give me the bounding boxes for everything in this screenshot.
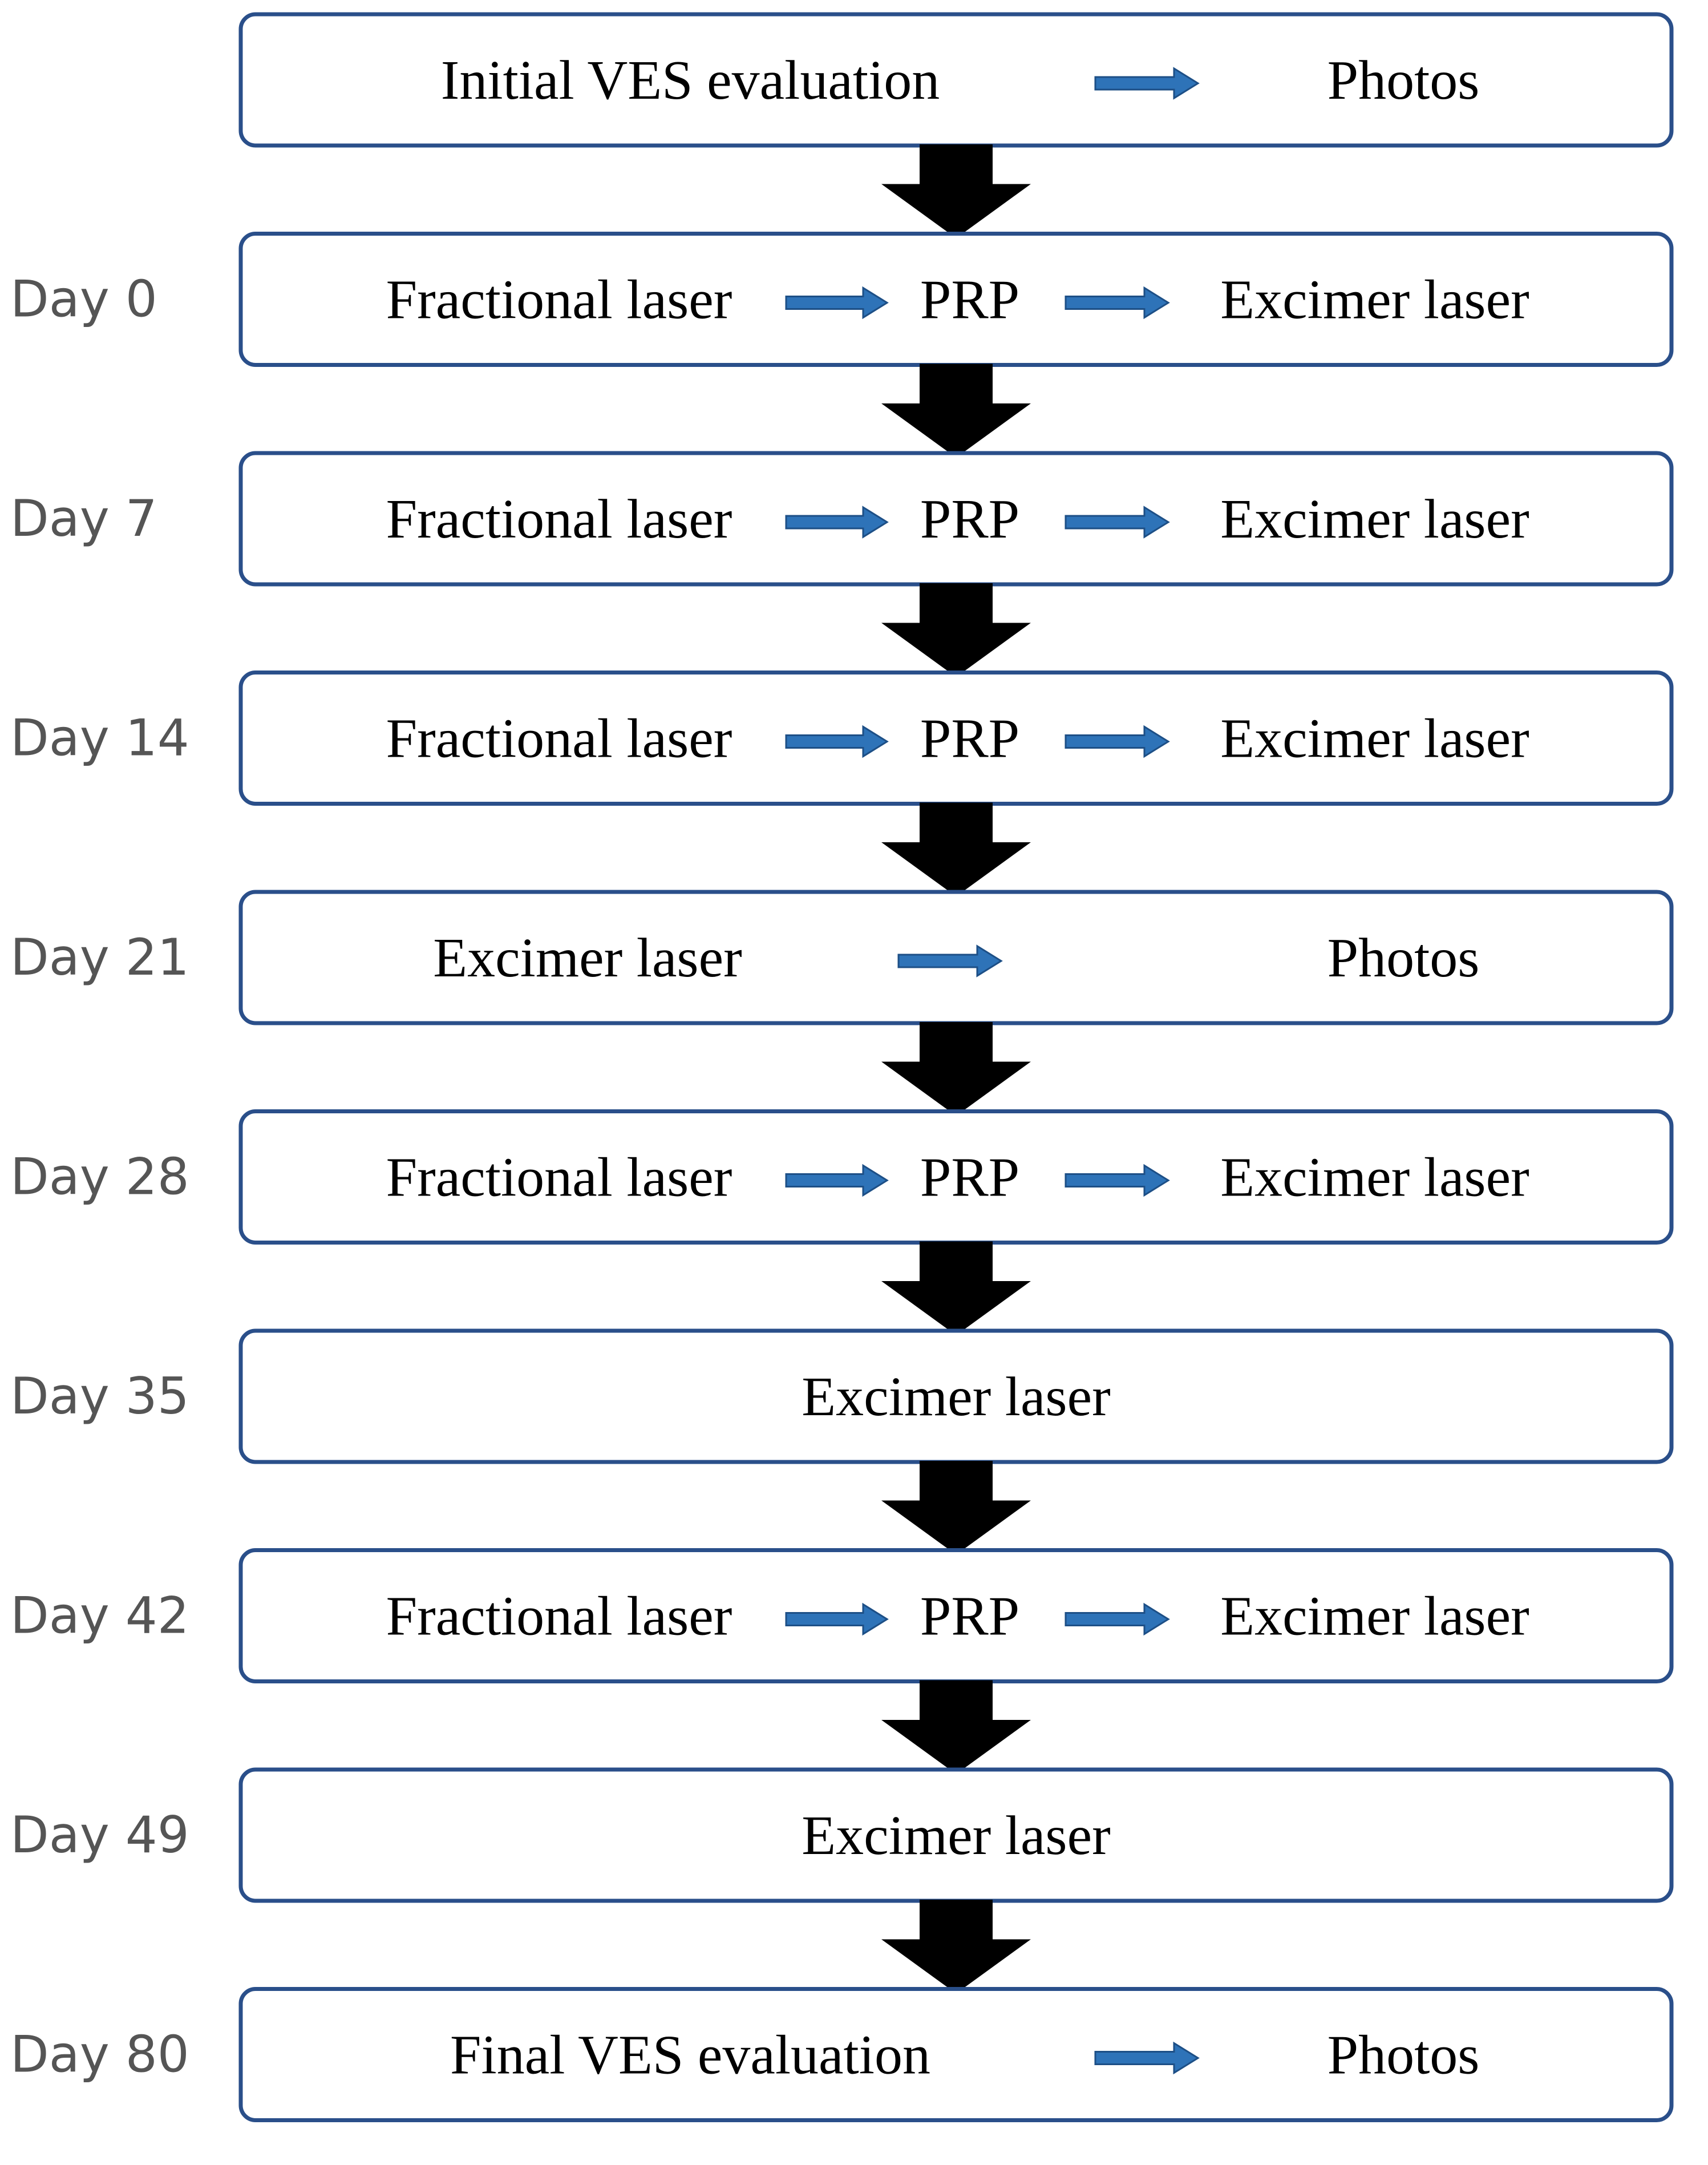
day-label: Day 28 — [10, 1148, 189, 1206]
step-label: Excimer laser — [1220, 488, 1529, 550]
blue-arrow-2 — [1065, 725, 1170, 758]
step-label: PRP — [920, 1586, 1019, 1647]
step-label: PRP — [920, 1147, 1019, 1209]
blue-arrow-2 — [1065, 506, 1170, 539]
blue-arrow-1 — [785, 725, 889, 758]
day-label: Day 35 — [10, 1367, 189, 1425]
step-label: Fractional laser — [386, 488, 732, 550]
step-label: Initial VES evaluation — [441, 50, 940, 111]
down-arrow — [881, 363, 1031, 458]
day-label: Day 7 — [10, 489, 157, 548]
step-label: Excimer laser — [1220, 1586, 1529, 1647]
blue-arrow-1 — [785, 286, 889, 320]
blue-arrow-1 — [785, 1602, 889, 1636]
day-label: Day 49 — [10, 1805, 189, 1864]
step-label: Fractional laser — [386, 708, 732, 770]
step-label: Excimer laser — [802, 1805, 1110, 1867]
down-arrow — [881, 1461, 1031, 1555]
day-label: Day 80 — [10, 2025, 189, 2084]
blue-arrow-1 — [1094, 67, 1200, 100]
blue-arrow-1 — [785, 1164, 889, 1197]
day-label: Day 14 — [10, 709, 189, 768]
flow-step-7: Day 42 Fractional laser PRP Excimer laser — [10, 1548, 1674, 1683]
step-label: Excimer laser — [1220, 269, 1529, 331]
blue-arrow-1 — [785, 506, 889, 539]
step-label: Final VES evaluation — [450, 2025, 930, 2086]
down-arrow — [881, 1900, 1031, 1994]
flow-step-1: Day 0 Fractional laser PRP Excimer laser — [10, 232, 1674, 367]
day-label: Day 21 — [10, 928, 189, 987]
step-label: Excimer laser — [802, 1366, 1110, 1428]
flow-step-4: Day 21 Excimer laser Photos — [10, 890, 1674, 1025]
flow-step-9: Day 80 Final VES evaluation Photos — [10, 1987, 1674, 2122]
step-box — [238, 1987, 1674, 2122]
down-arrow — [881, 144, 1031, 239]
step-label: PRP — [920, 488, 1019, 550]
down-arrow — [881, 1022, 1031, 1116]
step-label: Photos — [1327, 50, 1480, 111]
step-label: Photos — [1327, 2025, 1480, 2086]
flow-step-8: Day 49 Excimer laser — [10, 1767, 1674, 1903]
blue-arrow-2 — [1065, 1164, 1170, 1197]
step-label: Excimer laser — [433, 927, 742, 989]
step-label: Excimer laser — [1220, 1147, 1529, 1209]
blue-arrow-2 — [1065, 286, 1170, 320]
flow-step-2: Day 7 Fractional laser PRP Excimer laser — [10, 451, 1674, 587]
step-label: Excimer laser — [1220, 708, 1529, 770]
down-arrow — [881, 802, 1031, 896]
flow-step-3: Day 14 Fractional laser PRP Excimer laser — [10, 670, 1674, 806]
step-label: PRP — [920, 269, 1019, 331]
day-label: Day 0 — [10, 270, 157, 329]
step-label: PRP — [920, 708, 1019, 770]
step-label: Fractional laser — [386, 1147, 732, 1209]
down-arrow — [881, 583, 1031, 677]
step-label: Photos — [1327, 927, 1480, 989]
blue-arrow-2 — [1065, 1602, 1170, 1636]
down-arrow — [881, 1680, 1031, 1774]
flow-step-5: Day 28 Fractional laser PRP Excimer laser — [10, 1109, 1674, 1245]
step-label: Fractional laser — [386, 1586, 732, 1647]
day-label: Day 42 — [10, 1586, 189, 1645]
down-arrow — [881, 1241, 1031, 1335]
blue-arrow-1 — [897, 944, 1003, 978]
flow-step-0: Initial VES evaluation Photos — [238, 12, 1674, 148]
blue-arrow-1 — [1094, 2041, 1200, 2075]
flow-step-6: Day 35 Excimer laser — [10, 1328, 1674, 1464]
step-label: Fractional laser — [386, 269, 732, 331]
